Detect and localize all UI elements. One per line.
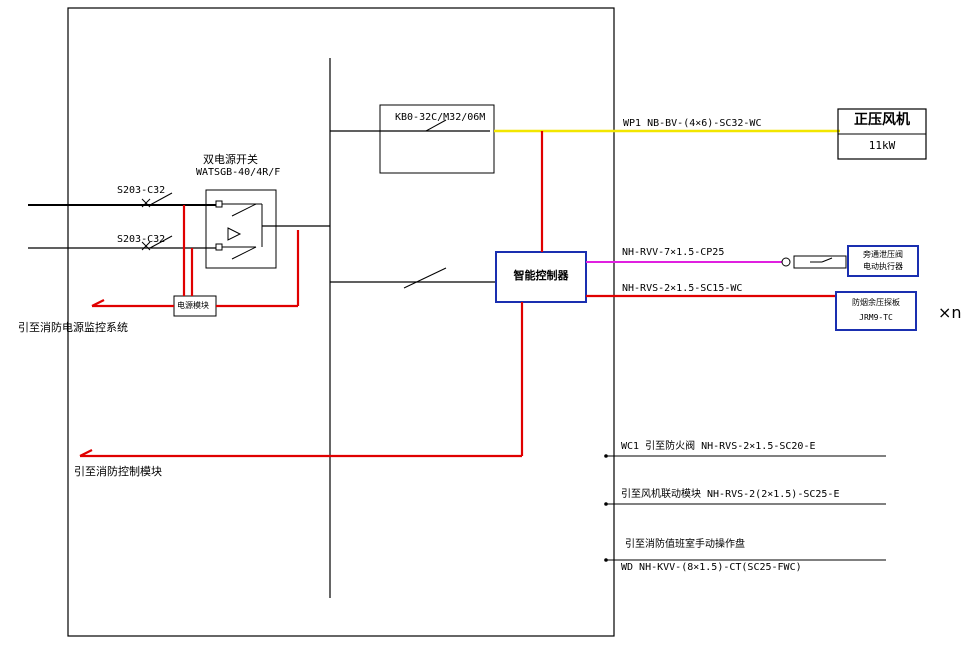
fan-circuit-label: WP1 NB-BV-(4×6)-SC32-WC xyxy=(623,118,762,129)
valve-box xyxy=(847,245,919,277)
breaker-2-symbol xyxy=(141,235,173,251)
controller-breaker-symbol xyxy=(403,267,447,289)
valve-name-1: 旁通泄压阀 xyxy=(863,250,903,259)
valve-name-2: 电动执行器 xyxy=(863,262,903,271)
breaker-1-label: S203-C32 xyxy=(117,185,166,196)
valve-cable-label: NH-RVV-7×1.5-CP25 xyxy=(622,247,725,258)
panel-enclosure xyxy=(67,7,615,637)
pressure-name-1: 防烟余压探板 xyxy=(852,298,900,307)
ats-box xyxy=(205,189,277,269)
valve-actuator-symbol xyxy=(781,255,847,269)
route-power-monitor: 引至消防电源监控系统 xyxy=(18,321,128,334)
fan-name: 正压风机 xyxy=(854,112,910,128)
feeder-breaker-label: KB0-32C/M32/06M xyxy=(395,112,486,123)
pressure-sensor-box xyxy=(835,291,917,331)
route-manual-panel: 引至消防值班室手动操作盘 xyxy=(625,539,745,550)
breaker-2-label: S203-C32 xyxy=(117,234,166,245)
power-module-label: 电源模块 xyxy=(177,301,209,310)
route-dots xyxy=(604,454,608,562)
pressure-name-2: JRM9-TC xyxy=(859,313,893,322)
fan-power: 11kW xyxy=(868,139,896,152)
smart-controller-label: 智能控制器 xyxy=(513,269,569,282)
ats-title: 双电源开关 xyxy=(203,153,258,166)
pressure-cable-label: NH-RVS-2×1.5-SC15-WC xyxy=(622,283,743,294)
feeder-breaker-box xyxy=(379,104,495,174)
route-wc1: WC1 引至防火阀 NH-RVS-2×1.5-SC20-E xyxy=(621,441,816,452)
route-linkage: 引至风机联动模块 NH-RVS-2(2×1.5)-SC25-E xyxy=(621,489,840,500)
breaker-1-symbol xyxy=(141,192,173,208)
ats-model: WATSGB-40/4R/F xyxy=(196,167,281,178)
controller-red-wires xyxy=(79,131,836,458)
feeder-breaker-symbol xyxy=(404,119,460,132)
route-manual-cable: WD NH-KVV-(8×1.5)-CT(SC25-FWC) xyxy=(621,562,802,573)
route-lines xyxy=(606,455,886,561)
ats-symbol xyxy=(215,200,263,260)
power-monitor-wires xyxy=(91,205,300,308)
route-fire-control: 引至消防控制模块 xyxy=(74,465,162,478)
multiplier-label: ×n xyxy=(938,303,962,322)
